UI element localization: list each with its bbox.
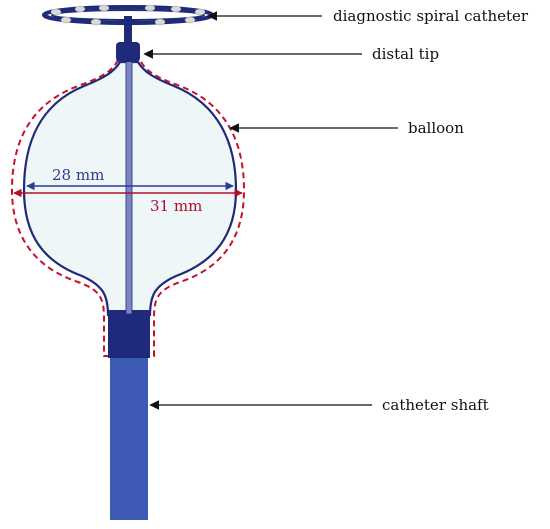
electrode-6 (194, 8, 206, 16)
label-spiral: diagnostic spiral catheter (333, 7, 529, 25)
electrode-5 (170, 5, 182, 13)
label-tip: distal tip (372, 45, 439, 63)
electrode-4 (144, 4, 156, 12)
spiral-stem (124, 16, 132, 44)
electrode-10 (184, 16, 196, 24)
distal-tip (116, 42, 140, 62)
catheter-shaft (110, 358, 148, 520)
spiral-ring-inner (51, 9, 205, 21)
electrode-1 (50, 8, 62, 16)
dim-outer-label: 31 mm (150, 197, 202, 215)
electrode-8 (90, 18, 102, 26)
spiral-electrodes (50, 4, 206, 26)
label-shaft: catheter shaft (382, 396, 489, 414)
dim-inner-label: 28 mm (52, 166, 104, 184)
electrode-7 (60, 16, 72, 24)
label-balloon: balloon (408, 119, 464, 137)
electrode-3 (98, 4, 110, 12)
electrode-2 (74, 5, 86, 13)
balloon-neck (108, 310, 150, 358)
electrode-9 (154, 18, 166, 26)
